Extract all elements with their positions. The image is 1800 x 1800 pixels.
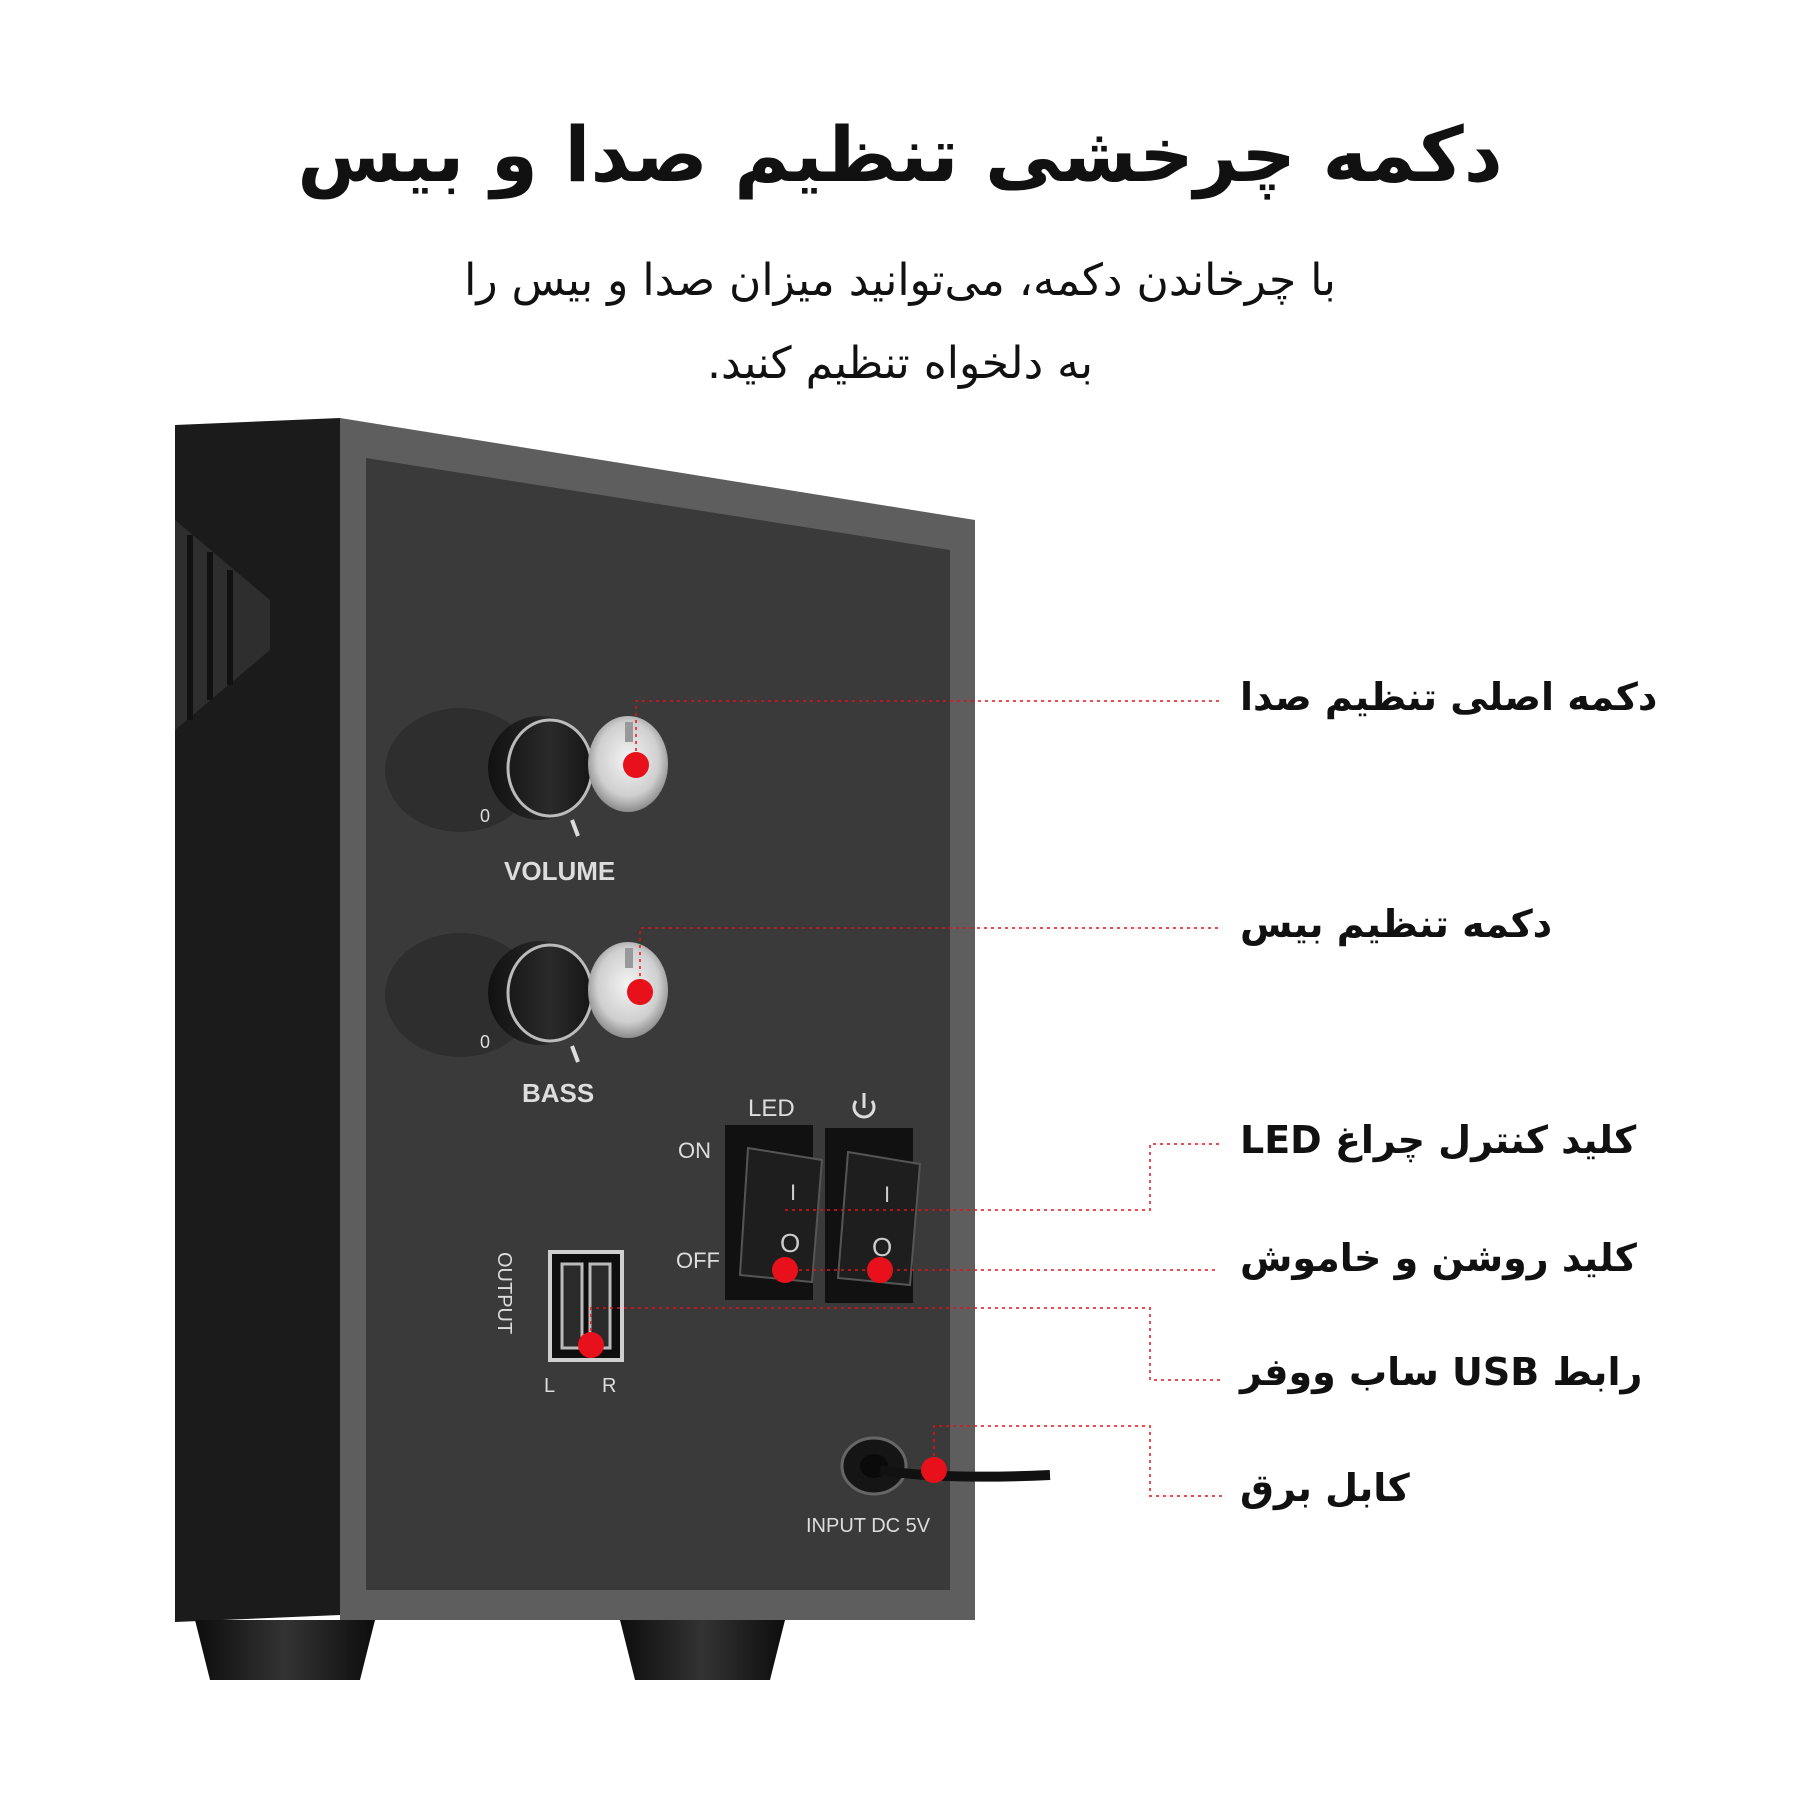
callout-lines: [590, 700, 1222, 1497]
on-label: ON: [678, 1138, 711, 1163]
power-switch-on-mark: I: [884, 1182, 890, 1207]
speaker-feet: [195, 1620, 785, 1680]
led-switch-marker-dot: [772, 1257, 798, 1283]
page-heading: دکمه چرخشی تنظیم صدا و بیس: [297, 110, 1503, 199]
usb-right-label: R: [602, 1375, 616, 1397]
volume-min-label: 0: [480, 806, 490, 826]
dc-input-panel-label: INPUT DC 5V: [806, 1515, 931, 1537]
bass-panel-label: BASS: [522, 1078, 594, 1108]
callout-usb-label: رابط USB ساب ووفر: [1240, 1350, 1643, 1394]
callout-cable-label: کابل برق: [1240, 1466, 1410, 1510]
dc-input-jack[interactable]: [840, 1436, 908, 1496]
usb-left-label: L: [544, 1375, 555, 1397]
led-switch-on-mark: I: [790, 1180, 796, 1205]
power-symbol-icon: [852, 1093, 876, 1119]
speaker-side: [175, 418, 340, 1622]
power-cable: [879, 1465, 1051, 1482]
callout-bass-label: دکمه تنظیم بیس: [1240, 902, 1553, 946]
bass-min-label: 0: [480, 1032, 490, 1052]
led-switch[interactable]: [725, 1125, 824, 1300]
callout-power-label: کلید روشن و خاموش: [1240, 1236, 1637, 1280]
description-line-2: به دلخواه تنظیم کنید.: [707, 338, 1093, 389]
callout-led-label: کلید کنترل چراغ LED: [1240, 1118, 1637, 1162]
usb-marker-dot: [578, 1332, 604, 1358]
led-panel-label: LED: [748, 1095, 795, 1122]
description-line-1: با چرخاندن دکمه، می‌توانید میزان صدا و ب…: [464, 255, 1336, 306]
callout-volume-label: دکمه اصلی تنظیم صدا: [1240, 675, 1658, 719]
power-switch-off-mark: O: [872, 1232, 892, 1262]
output-panel-label: OUTPUT: [493, 1252, 515, 1334]
usb-output-port[interactable]: [548, 1250, 624, 1362]
power-switch-marker-dot: [867, 1257, 893, 1283]
volume-marker-dot: [623, 752, 649, 778]
cable-marker-dot: [921, 1457, 947, 1483]
led-switch-off-mark: O: [780, 1228, 800, 1258]
off-label: OFF: [676, 1248, 720, 1273]
bass-marker-dot: [627, 979, 653, 1005]
volume-panel-label: VOLUME: [504, 856, 615, 886]
